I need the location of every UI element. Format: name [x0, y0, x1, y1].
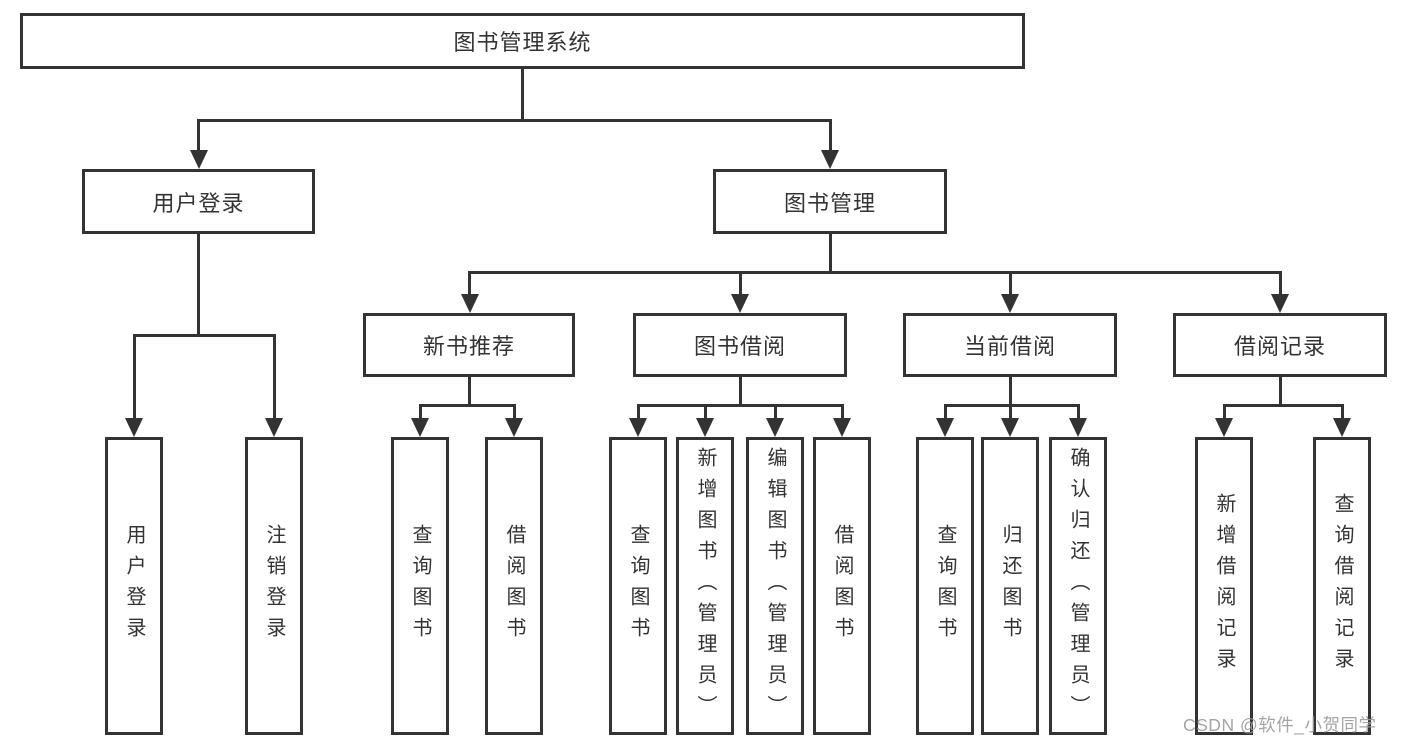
arrowhead-down-icon [821, 150, 839, 169]
leaf-query-books-recommend: 查询图书 [391, 437, 449, 735]
leaf-query-books-current: 查询图书 [916, 437, 974, 735]
connector-line [1340, 403, 1344, 419]
arrowhead-down-icon [936, 418, 954, 437]
leaf-label: 查询图书 [627, 524, 649, 648]
connector-line [468, 270, 1282, 274]
connector-line [703, 403, 707, 419]
node-label: 用户登录 [152, 190, 245, 216]
connector-line [418, 403, 422, 419]
node-borrowing-records: 借阅记录 [1173, 313, 1387, 377]
leaf-label: 查询图书 [934, 524, 956, 648]
leaf-user-login: 用户登录 [105, 437, 163, 735]
connector-line [828, 234, 832, 272]
arrowhead-down-icon [1333, 418, 1351, 437]
leaf-edit-books-admin: 编辑图书（管理员） [746, 437, 804, 735]
arrowhead-down-icon [696, 418, 714, 437]
connector-line [1222, 403, 1226, 419]
leaf-borrow-books: 借阅图书 [813, 437, 871, 735]
node-library-management-system: 图书管理系统 [20, 13, 1025, 69]
node-book-borrowing: 图书借阅 [633, 313, 847, 377]
arrowhead-down-icon [1069, 418, 1087, 437]
connector-line [132, 333, 276, 337]
leaf-return-books: 归还图书 [981, 437, 1039, 735]
leaf-query-books-borrow: 查询图书 [609, 437, 667, 735]
connector-line [1076, 403, 1080, 419]
node-label: 新书推荐 [422, 334, 515, 359]
leaf-label: 归还图书 [999, 524, 1021, 648]
connector-line [943, 403, 947, 419]
leaf-label: 借阅图书 [503, 524, 525, 648]
connector-line [943, 403, 1080, 407]
node-user-login: 用户登录 [82, 169, 315, 234]
connector-line [1278, 270, 1282, 295]
connector-line [521, 69, 524, 120]
connector-line [468, 377, 471, 405]
leaf-add-books-admin: 新增图书（管理员） [676, 437, 734, 735]
leaf-label: 新增图书（管理员） [694, 446, 716, 726]
leaf-label: 查询图书 [409, 524, 431, 648]
arrowhead-down-icon [629, 418, 647, 437]
connector-line [197, 234, 200, 335]
leaf-confirm-return-admin: 确认归还（管理员） [1049, 437, 1107, 735]
arrowhead-down-icon [125, 418, 143, 437]
connector-line [1008, 403, 1012, 419]
connector-line [468, 270, 471, 295]
leaf-label: 确认归还（管理员） [1067, 446, 1089, 726]
connector-line [1008, 270, 1012, 295]
node-new-book-recommendation: 新书推荐 [363, 313, 575, 377]
leaf-label: 注销登录 [263, 524, 285, 648]
leaf-query-borrow-record: 查询借阅记录 [1313, 437, 1371, 735]
connector-line [636, 403, 640, 419]
arrowhead-down-icon [411, 418, 429, 437]
connector-line [636, 403, 844, 407]
connector-line [828, 118, 832, 151]
arrowhead-down-icon [1215, 418, 1233, 437]
node-label: 图书管理 [783, 190, 876, 216]
arrowhead-down-icon [265, 418, 283, 437]
connector-line [1222, 403, 1344, 407]
connector-line [1278, 377, 1282, 405]
node-label: 借阅记录 [1233, 334, 1326, 359]
connector-line [773, 403, 777, 419]
arrowhead-down-icon [1001, 294, 1019, 313]
arrowhead-down-icon [460, 294, 479, 313]
leaf-label: 借阅图书 [831, 524, 853, 648]
leaf-logout: 注销登录 [245, 437, 303, 735]
connector-line [272, 333, 276, 419]
connector-line [418, 403, 516, 407]
node-label: 图书管理系统 [453, 30, 592, 55]
connector-line [1008, 377, 1012, 405]
leaf-label: 用户登录 [123, 524, 145, 648]
arrowhead-down-icon [731, 294, 749, 313]
connector-line [132, 333, 136, 419]
leaf-label: 新增借阅记录 [1213, 493, 1235, 679]
csdn-watermark: CSDN @软件_小贺同学 [1183, 715, 1377, 735]
arrowhead-down-icon [1001, 418, 1019, 437]
node-label: 当前借阅 [963, 334, 1056, 359]
arrowhead-down-icon [1271, 294, 1289, 313]
arrowhead-down-icon [766, 418, 784, 437]
connector-line [840, 403, 844, 419]
connector-line [197, 118, 832, 122]
arrowhead-down-icon [833, 418, 851, 437]
connector-line [512, 403, 516, 419]
arrowhead-down-icon [505, 418, 523, 437]
leaf-add-borrow-record: 新增借阅记录 [1195, 437, 1253, 735]
connector-line [197, 118, 200, 151]
connector-line [738, 377, 742, 405]
leaf-label: 编辑图书（管理员） [764, 446, 786, 726]
connector-line [738, 270, 742, 295]
leaf-label: 查询借阅记录 [1331, 493, 1353, 679]
leaf-borrow-books-recommend: 借阅图书 [485, 437, 543, 735]
node-label: 图书借阅 [693, 334, 786, 359]
node-book-management: 图书管理 [713, 169, 947, 234]
arrowhead-down-icon [189, 150, 208, 169]
node-current-borrowing: 当前借阅 [903, 313, 1117, 377]
